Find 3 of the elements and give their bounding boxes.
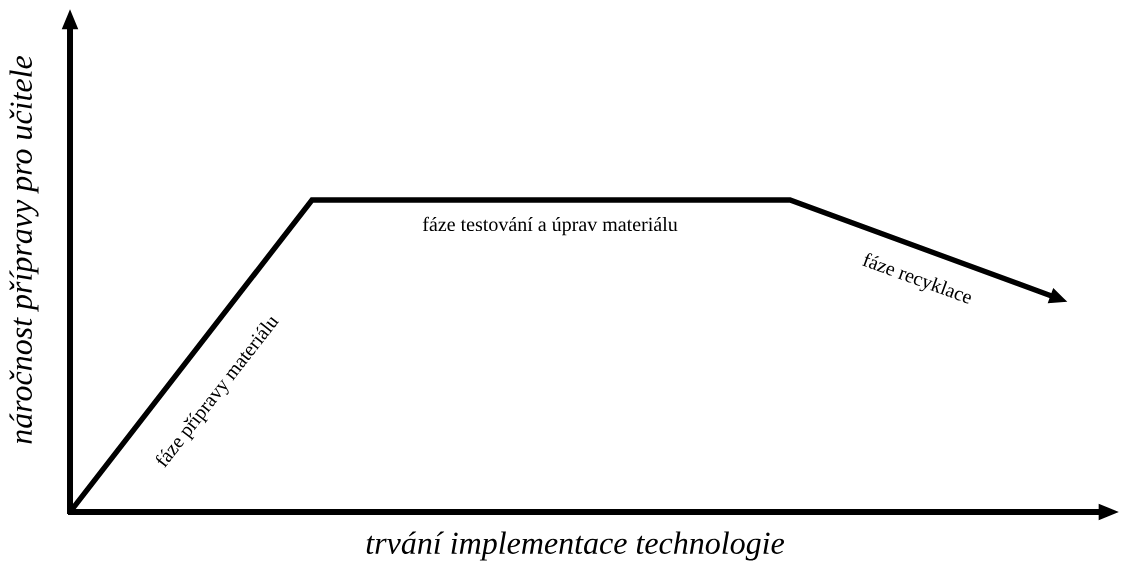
- phase-label: fáze testování a úprav materiálu: [422, 216, 678, 236]
- axis-label: trvání implementace technologie: [366, 531, 785, 561]
- axis-label: náročnost přípravy pro učitele: [9, 55, 39, 444]
